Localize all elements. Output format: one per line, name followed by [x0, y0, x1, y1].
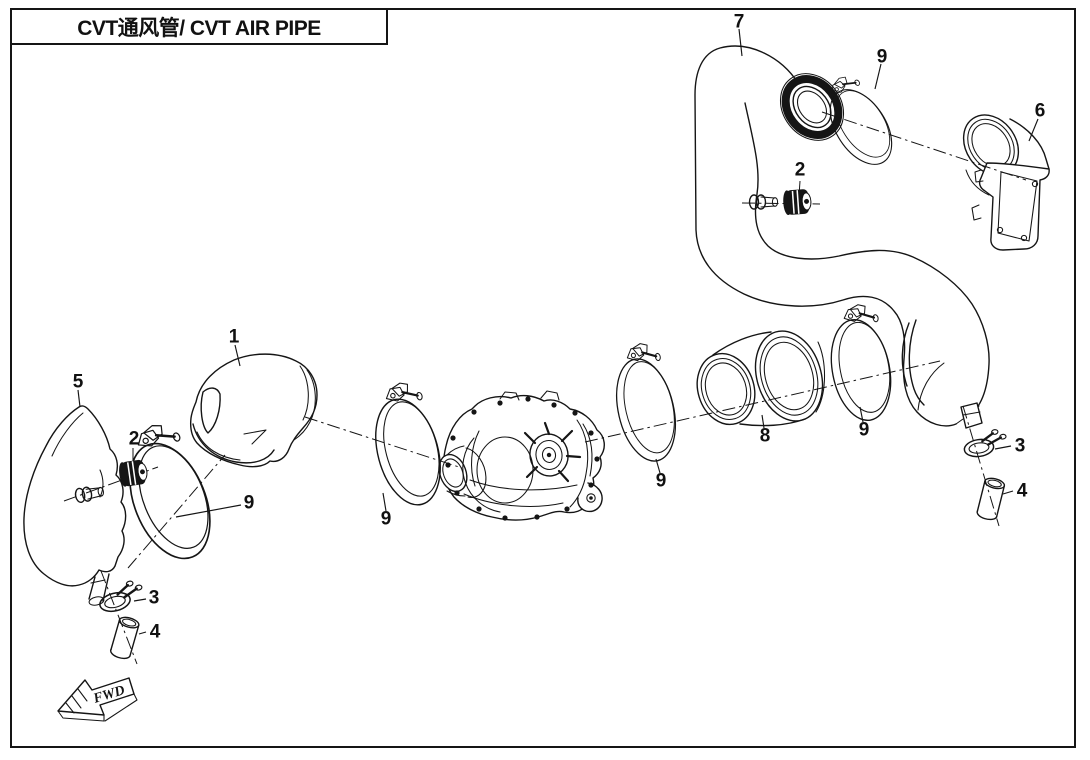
part-2-bolt-top — [748, 194, 779, 210]
part-5-air-duct-boot — [23, 405, 127, 606]
cvt-cover — [438, 390, 605, 521]
cover-bolts — [445, 396, 600, 521]
part-3-spring-clamp-right — [961, 427, 1010, 460]
part-6-intake-duct-cover — [962, 114, 1050, 251]
clamp-9-mid-left — [360, 376, 453, 514]
part-2-grommet-top — [781, 188, 813, 217]
diagram-title: CVT通风管/ CVT AIR PIPE — [77, 16, 321, 40]
part-2-grommet-left — [116, 458, 150, 489]
fwd-direction-label: FWD — [91, 683, 127, 707]
leader-lines — [77, 28, 1039, 635]
fwd-direction-arrow: FWD — [57, 677, 138, 722]
diagram-title-box: CVT通风管/ CVT AIR PIPE — [10, 8, 388, 45]
clamp-9-right — [819, 299, 900, 427]
page-border — [10, 8, 1076, 748]
clamp-9-mid-right — [603, 338, 686, 468]
part-4-tube-left — [108, 614, 141, 662]
part-7-cvt-air-pipe — [694, 45, 990, 429]
pipe-7-mouth — [779, 73, 845, 141]
part-1-elbow-duct — [189, 353, 318, 468]
part-8-rubber-boot — [696, 330, 826, 427]
